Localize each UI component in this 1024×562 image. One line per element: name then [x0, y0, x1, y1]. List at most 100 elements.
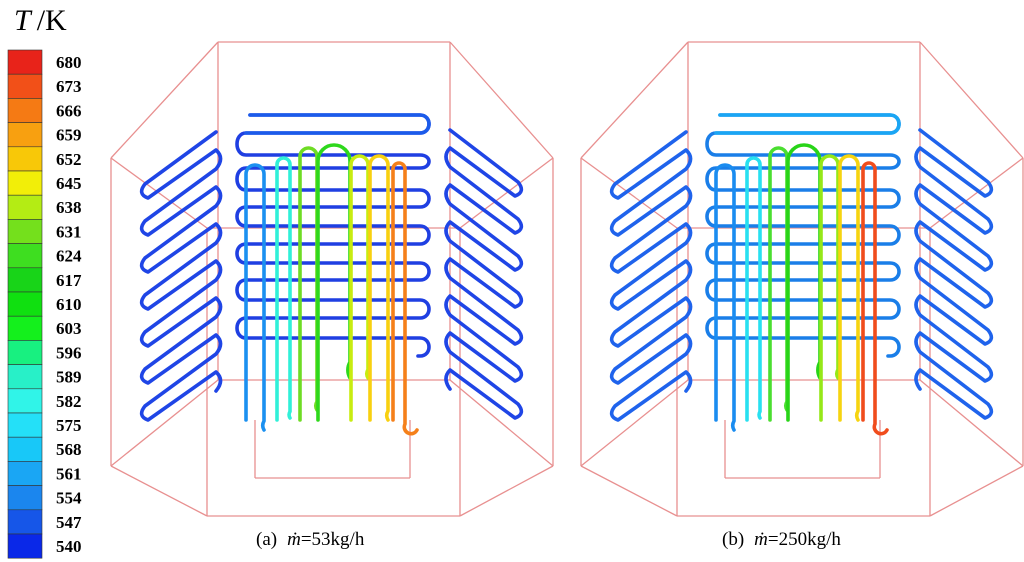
caption-b-symbol: ṁ [754, 529, 768, 550]
legend-swatch [7, 267, 43, 293]
frame-edge [929, 465, 1024, 517]
horizontal-coil-top-pass [714, 113, 901, 135]
legend-swatch [7, 388, 43, 414]
caption-a-value: =53kg/h [301, 529, 365, 550]
caption-b: (b) ṁ=250kg/h [722, 529, 841, 550]
left-side-coil [139, 130, 223, 422]
legend-tick-label: 554 [56, 489, 82, 508]
enclosure-wireframe [580, 41, 1024, 517]
frame-edge [459, 465, 554, 517]
legend-colorbar [7, 49, 43, 559]
legend-swatch [7, 461, 43, 486]
vertical-loop [745, 156, 762, 422]
legend-tick-label: 652 [56, 150, 82, 169]
legend-tick-label: 624 [56, 247, 82, 266]
legend-swatch [7, 485, 43, 511]
horizontal-serpentine-coil [235, 113, 431, 358]
legend-variable: T [14, 4, 33, 37]
tube-coils [609, 113, 994, 436]
frame-edge [110, 157, 208, 229]
vertical-loop [244, 163, 266, 432]
tube-coils [139, 113, 524, 436]
vertical-loop [861, 161, 889, 436]
legend-tick-label: 547 [56, 513, 82, 532]
legend-swatch [7, 436, 43, 462]
legend-tick-label: 589 [56, 368, 82, 387]
legend-swatch [7, 146, 43, 172]
caption-a-label: (a) [256, 529, 277, 550]
legend-swatch [7, 194, 43, 220]
legend-tick-label: 673 [56, 77, 82, 96]
vertical-loop [316, 143, 352, 422]
legend-tick-labels: 680 673 666 659 652 645 638 631 624 617 610 603 596 5… [56, 53, 82, 556]
frame-edge [110, 41, 219, 159]
legend-swatch [7, 98, 43, 123]
frame-edge [449, 41, 554, 159]
legend-tick-label: 638 [56, 198, 82, 217]
legend-swatch [7, 49, 43, 75]
legend: T/K 680 673 666 659 652 645 638 631 624 617 610 603… [7, 4, 82, 559]
caption-b-value: =250kg/h [768, 529, 841, 550]
vertical-loop [768, 146, 789, 422]
vertical-loop [349, 154, 370, 422]
legend-unit: /K [37, 4, 67, 37]
legend-tick-label: 575 [56, 416, 82, 435]
frame-edge [929, 157, 1024, 229]
vertical-loop [368, 154, 390, 422]
vertical-loop [275, 156, 292, 422]
right-side-coil [444, 128, 524, 420]
vertical-loop [786, 143, 822, 422]
legend-swatch [7, 219, 43, 244]
legend-swatch [7, 533, 43, 559]
legend-tick-label: 603 [56, 319, 82, 338]
legend-swatch [7, 243, 43, 269]
legend-tick-label: 540 [56, 537, 82, 556]
legend-swatch [7, 291, 43, 317]
legend-swatch [7, 509, 43, 535]
frame-edge [580, 465, 678, 517]
legend-tick-label: 582 [56, 392, 82, 411]
frame-edge [459, 157, 554, 229]
legend-swatch [7, 412, 43, 438]
legend-tick-label: 631 [56, 222, 82, 241]
frame-edge [580, 41, 689, 159]
frame-edge [919, 379, 1024, 467]
frame-edge [449, 379, 554, 467]
legend-tick-label: 596 [56, 343, 82, 362]
panel-a: (a)ṁ=53kg/h [110, 41, 554, 550]
frame-edge [580, 157, 678, 229]
horizontal-serpentine-coil [705, 113, 901, 358]
legend-tick-label: 666 [56, 101, 82, 120]
frame-edge [110, 379, 219, 467]
left-side-coil [609, 130, 693, 422]
horizontal-coil-top-pass [244, 113, 431, 135]
caption-b-label: (b) [722, 529, 744, 550]
legend-tick-label: 568 [56, 440, 82, 459]
legend-tick-label: 680 [56, 53, 82, 72]
vertical-loop [838, 154, 860, 422]
legend-tick-label: 561 [56, 464, 82, 483]
legend-swatch [7, 364, 43, 390]
legend-swatch [7, 315, 43, 341]
legend-title: T/K [14, 4, 67, 37]
legend-swatch [7, 73, 43, 99]
legend-swatch [7, 170, 43, 196]
enclosure-wireframe [110, 41, 554, 517]
frame-edge [919, 41, 1024, 159]
legend-swatch [7, 122, 43, 148]
legend-tick-label: 659 [56, 126, 82, 145]
caption-a: (a)ṁ=53kg/h [256, 529, 365, 550]
legend-tick-label: 645 [56, 174, 82, 193]
vertical-loop [714, 163, 736, 432]
vertical-loop [819, 154, 840, 422]
legend-swatch [7, 340, 43, 365]
vertical-loop [298, 146, 319, 422]
panel-b: (b) ṁ=250kg/h [580, 41, 1024, 550]
frame-edge [580, 379, 689, 467]
legend-tick-label: 617 [56, 271, 82, 290]
right-side-coil [914, 128, 994, 420]
frame-edge [110, 465, 208, 517]
legend-tick-label: 610 [56, 295, 82, 314]
vertical-loop [391, 161, 419, 436]
